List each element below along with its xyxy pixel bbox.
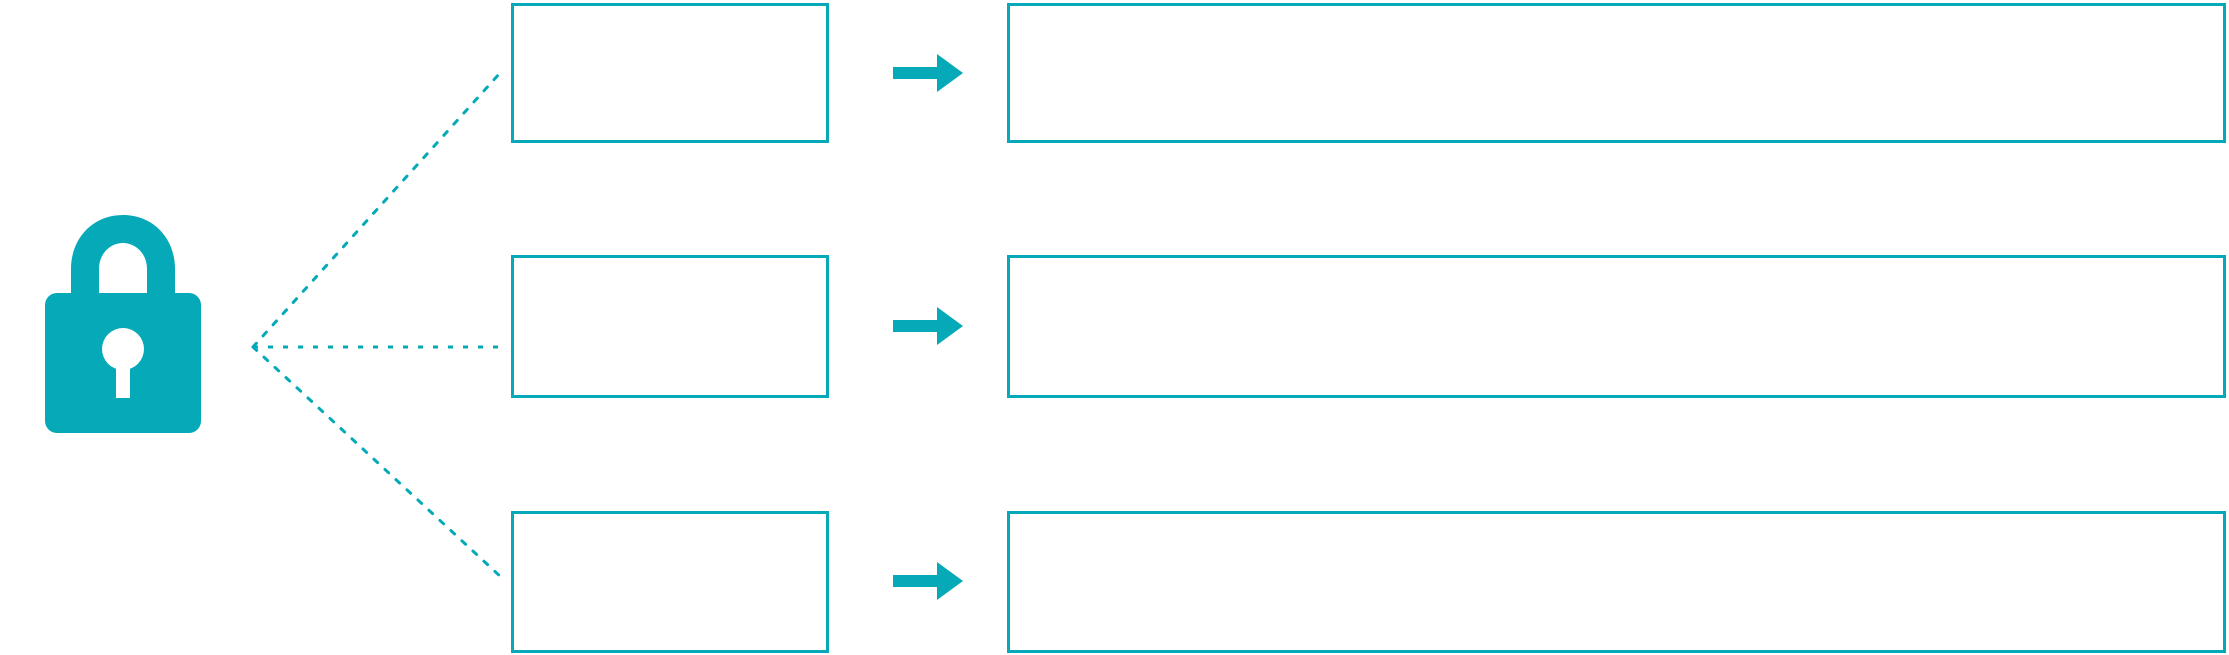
stage-box-row-3[interactable] [511,511,829,653]
detail-box-row-2[interactable] [1007,255,2226,398]
detail-box-label-row-2 [1010,258,2223,278]
detail-box-label-row-1 [1010,6,2223,26]
arrow-right-icon-row-1 [893,54,963,92]
stage-box-label-row-3 [514,514,826,534]
stage-box-label-row-1 [514,6,826,26]
arrow-right-icon-row-3 [893,562,963,600]
detail-box-row-1[interactable] [1007,3,2226,143]
stage-box-row-2[interactable] [511,255,829,398]
stage-box-row-1[interactable] [511,3,829,143]
diagram-row-3 [0,511,2229,653]
detail-box-label-row-3 [1010,514,2223,534]
arrow-right-icon-row-2 [893,307,963,345]
lock-icon [28,212,218,442]
diagram-row-2 [0,255,2229,398]
diagram-row-1 [0,3,2229,143]
stage-box-label-row-2 [514,258,826,278]
detail-box-row-3[interactable] [1007,511,2226,653]
